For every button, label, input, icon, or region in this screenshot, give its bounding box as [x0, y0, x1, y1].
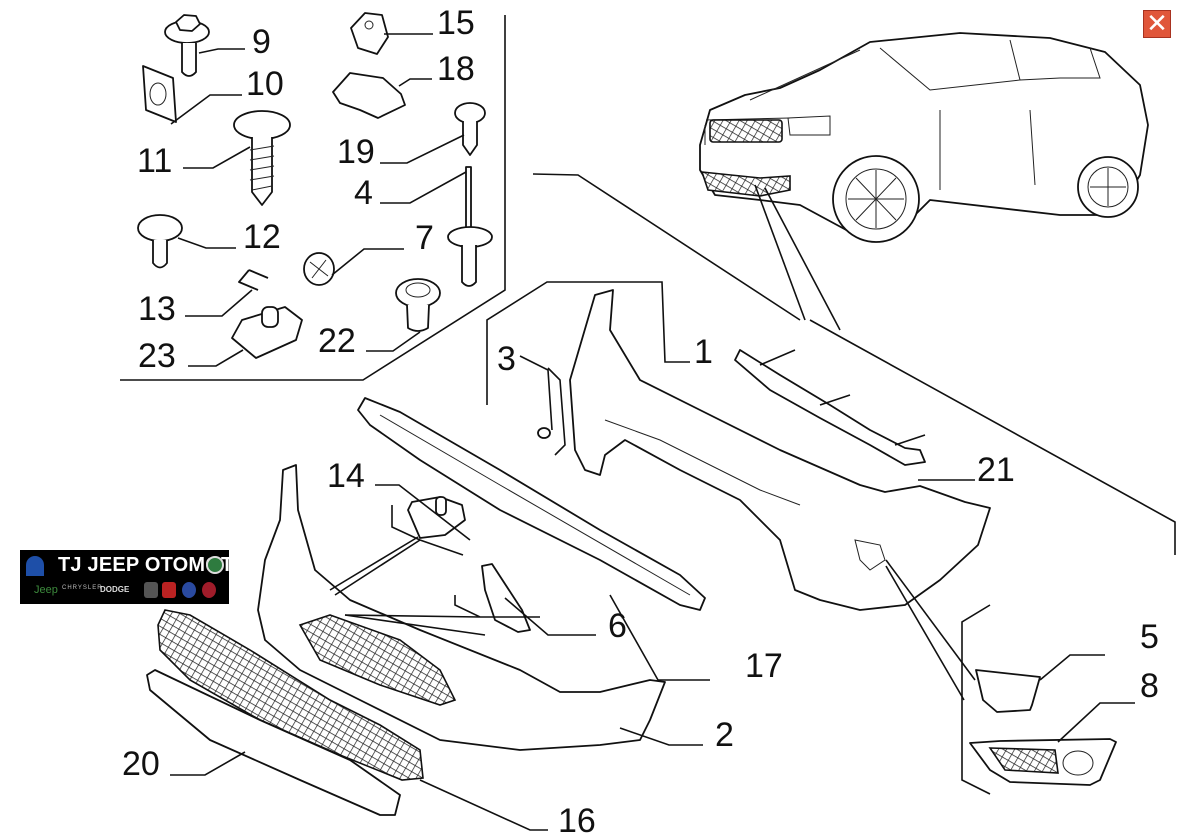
part-17-lower-bar[interactable] [357, 397, 706, 611]
part-9-bolt[interactable] [164, 14, 210, 77]
part-11-screw[interactable] [233, 110, 291, 206]
callout-5: 5 [1140, 618, 1159, 656]
callout-9: 9 [252, 23, 271, 61]
part-3-wire[interactable] [519, 355, 566, 456]
part-7-grommet[interactable] [303, 252, 335, 286]
part-16-grille[interactable] [157, 609, 424, 781]
part-5-bezel[interactable] [975, 669, 1041, 713]
dodge-logo: DODGE [100, 585, 130, 594]
callout-14: 14 [327, 457, 365, 495]
callout-3: 3 [497, 340, 516, 378]
callout-20: 20 [122, 745, 160, 783]
fastener-group-frame [120, 15, 506, 381]
lancia-logo-icon [182, 582, 196, 598]
lower-leaders [170, 479, 1135, 831]
callout-6: 6 [608, 607, 627, 645]
callout-16: 16 [558, 802, 596, 836]
fastener-leaders [170, 33, 467, 367]
callout-18: 18 [437, 50, 475, 88]
part-22-push-fastener[interactable] [395, 278, 441, 332]
part-8-fog-bezel[interactable] [969, 738, 1117, 786]
part-15-speed-nut[interactable] [350, 12, 389, 55]
part-20-trim-strip[interactable] [146, 669, 401, 816]
callout-21: 21 [977, 451, 1015, 489]
part-2-bumper-lower[interactable] [257, 464, 666, 751]
part-23-nut-clip[interactable] [231, 306, 303, 359]
part-12-push-pin[interactable] [137, 214, 183, 269]
callout-10: 10 [246, 65, 284, 103]
callout-19: 19 [337, 133, 375, 171]
close-button[interactable]: ✕ [1143, 10, 1171, 38]
callout-4: 4 [354, 174, 373, 212]
dealer-watermark-logo: TJ JEEP OTOMOTİV Jeep CHRYSLER DODGE [20, 550, 253, 604]
part-13-u-clip[interactable] [238, 269, 269, 291]
mopar-logo-icon [26, 556, 44, 576]
callout-labels: 9 10 11 12 13 23 15 18 19 4 7 22 3 1 21 … [122, 4, 1159, 836]
ram-logo-icon [144, 582, 158, 598]
callout-12: 12 [243, 218, 281, 256]
sub-brand-row: Jeep CHRYSLER DODGE [20, 582, 229, 600]
callout-1: 1 [694, 333, 713, 371]
part-1-bumper-upper[interactable] [486, 281, 991, 611]
close-x-icon: ✕ [1146, 9, 1168, 39]
callout-15: 15 [437, 4, 475, 42]
part-18-clip[interactable] [332, 72, 406, 119]
callout-7: 7 [415, 219, 434, 257]
callout-17: 17 [745, 647, 783, 685]
callout-11: 11 [137, 142, 172, 180]
fiat-logo-icon [202, 582, 216, 598]
callout-13: 13 [138, 290, 176, 328]
dealer-brand-name: TJ JEEP OTOMOTİV [58, 554, 253, 576]
vehicle-illustration [699, 32, 1149, 243]
alfa-romeo-logo-icon [206, 556, 224, 574]
callout-8: 8 [1140, 667, 1159, 705]
vehicle-leaders [532, 173, 1176, 555]
part-19-screw[interactable] [454, 102, 486, 156]
callout-2: 2 [715, 716, 734, 754]
part-10-clip[interactable] [142, 65, 177, 123]
part-14-bracket[interactable] [407, 496, 466, 539]
abarth-logo-icon [162, 582, 176, 598]
callout-22: 22 [318, 322, 356, 360]
callout-23: 23 [138, 337, 176, 375]
part-4-rivet[interactable] [447, 166, 493, 287]
jeep-logo: Jeep [34, 584, 58, 596]
part-21-bracket[interactable] [734, 349, 926, 466]
chrysler-logo: CHRYSLER [62, 585, 103, 591]
